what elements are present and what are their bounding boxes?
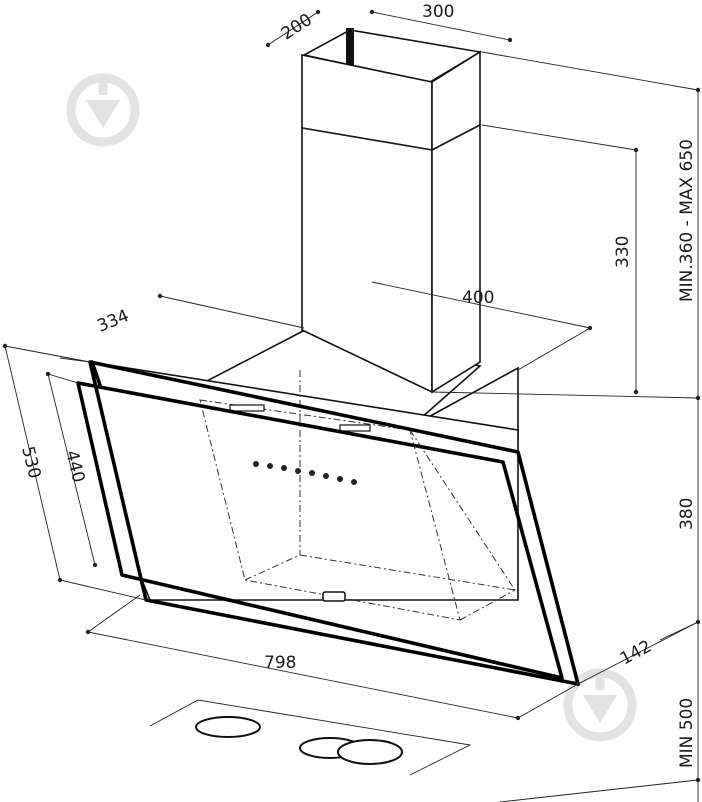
watermark-logo-icon xyxy=(66,73,140,147)
dim-hood-height: 380 xyxy=(677,498,697,530)
dim-chimney-width: 300 xyxy=(422,2,454,22)
control-buttons xyxy=(253,461,357,485)
dim-chimney-inner: 330 xyxy=(613,236,633,268)
dim-panel-inner-height: 440 xyxy=(61,448,88,484)
dim-mount-width: 400 xyxy=(462,288,494,308)
dimension-ticks xyxy=(2,9,701,783)
dimension-lines xyxy=(4,11,699,802)
hob xyxy=(149,699,472,776)
dim-min-clearance: MIN 500 xyxy=(677,698,697,768)
dim-bottom-depth: 142 xyxy=(617,637,655,670)
dim-hood-width: 798 xyxy=(264,653,296,673)
dim-panel-outer-height: 530 xyxy=(17,444,44,480)
dim-chimney-height-range: MIN.360 - MAX 650 xyxy=(677,139,697,302)
chimney xyxy=(301,28,483,394)
dim-mount-depth: 334 xyxy=(94,306,132,337)
dim-chimney-depth: 200 xyxy=(278,10,316,44)
